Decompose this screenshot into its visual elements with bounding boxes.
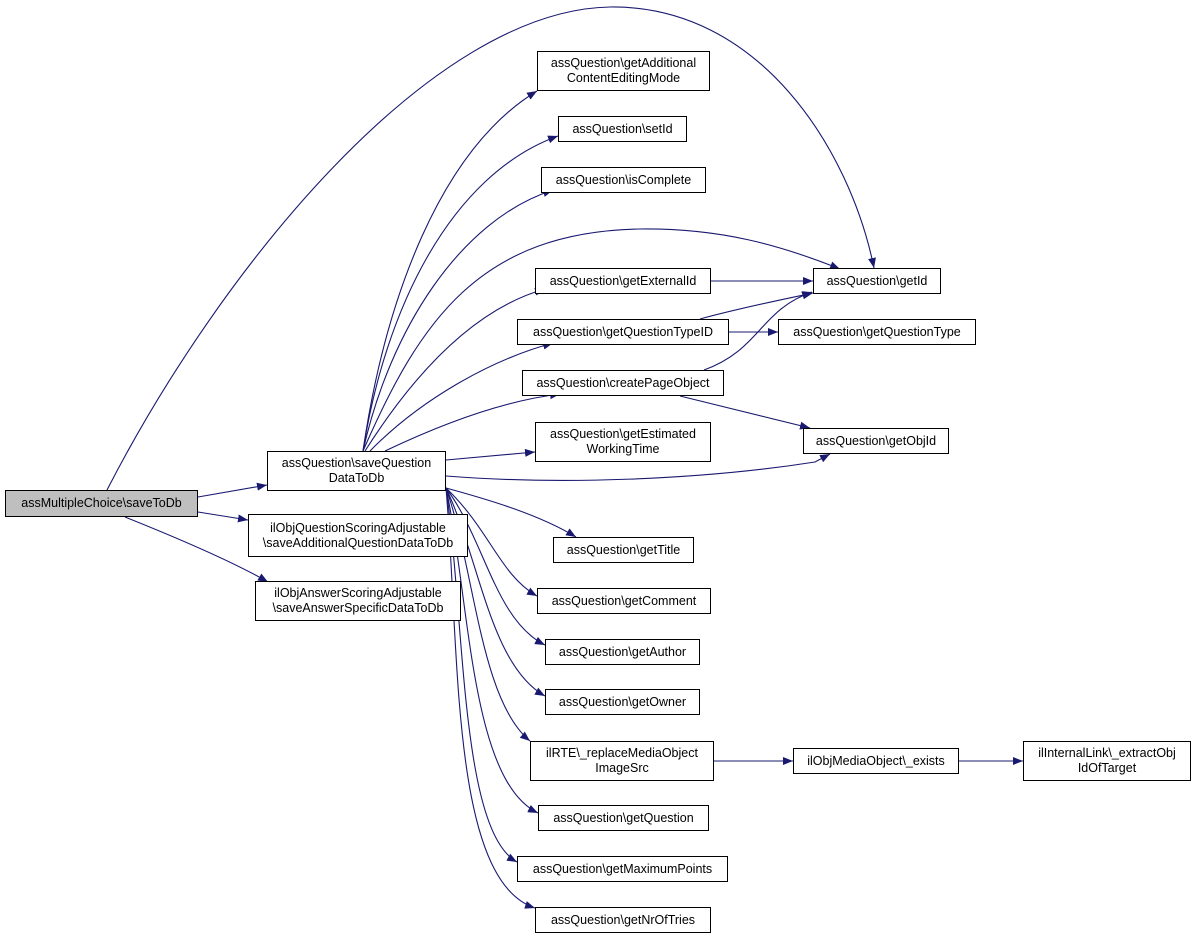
node-label-line: assQuestion\getQuestionType (793, 324, 961, 339)
edge-saveQuestionDataToDb-to-getAdditionalContentEditingMode (362, 90, 538, 452)
node-isComplete[interactable]: assQuestion\isComplete (541, 167, 706, 193)
node-getQuestionType[interactable]: assQuestion\getQuestionType (778, 319, 976, 345)
edge-saveQuestionDataToDb-to-getNrOfTries (445, 487, 536, 909)
node-label-line: assQuestion\getNrOfTries (550, 912, 696, 927)
node-label-line: IdOfTarget (1077, 761, 1137, 775)
edge-createPageObject-to-getId (703, 291, 813, 371)
node-label-line: assQuestion\isComplete (555, 172, 692, 187)
edge-saveQuestionDataToDb-to-getQuestionTypeID (369, 341, 554, 452)
node-label-line: assQuestion\saveQuestion (281, 456, 432, 470)
node-getQuestionTypeID[interactable]: assQuestion\getQuestionTypeID (517, 319, 729, 345)
node-saveAnswerSpecificDataToDb[interactable]: ilObjAnswerScoringAdjustable\saveAnswerS… (255, 581, 461, 621)
node-getMaximumPoints[interactable]: assQuestion\getMaximumPoints (517, 856, 728, 882)
edge-saveQuestionDataToDb-to-getAuthor (445, 487, 546, 646)
node-label-line: ilObjQuestionScoringAdjustable (270, 520, 446, 535)
node-label-line: assQuestion\getObjId (815, 433, 937, 448)
edge-root-to-saveAnswerSpecificDataToDb (124, 516, 269, 583)
edge-root-to-saveAdditionalQuestionDataToDb (197, 511, 249, 523)
node-getTitle[interactable]: assQuestion\getTitle (553, 537, 694, 563)
node-getExternalId[interactable]: assQuestion\getExternalId (535, 268, 711, 294)
edge-root-to-saveQuestionDataToDb (197, 482, 268, 498)
edge-saveQuestionDataToDb-to-getExternalId (364, 287, 546, 452)
edge-saveQuestionDataToDb-to-setId (362, 135, 559, 452)
edge-saveQuestionDataToDb-to-getComment (445, 487, 538, 597)
edge-saveQuestionDataToDb-to-getTitle (445, 487, 577, 538)
node-label-line: ilObjMediaObject\_exists (807, 753, 945, 768)
edge-createPageObject-to-getObjId (679, 395, 811, 430)
node-label-line: assQuestion\getExternalId (549, 273, 697, 288)
edge-getQuestionTypeID-to-getId (699, 291, 814, 320)
node-label-line: assQuestion\getAdditional (550, 56, 697, 70)
node-setId[interactable]: assQuestion\setId (558, 116, 687, 142)
node-label-line: assQuestion\getMaximumPoints (532, 861, 713, 876)
node-label-line: assQuestion\getQuestion (553, 810, 694, 825)
node-createPageObject[interactable]: assQuestion\createPageObject (522, 370, 724, 396)
node-getOwner[interactable]: assQuestion\getOwner (545, 689, 700, 715)
node-exists[interactable]: ilObjMediaObject\_exists (793, 748, 959, 774)
node-label-line: assMultipleChoice\saveToDb (21, 496, 182, 510)
edge-saveQuestionDataToDb-to-getEstimatedWorkingTime (445, 448, 536, 461)
node-label-line: ImageSrc (595, 761, 649, 775)
edge-root-to-getId (106, 6, 876, 491)
node-label-line: assQuestion\getQuestionTypeID (533, 324, 713, 339)
node-label-line: WorkingTime (586, 442, 660, 456)
node-getNrOfTries[interactable]: assQuestion\getNrOfTries (535, 907, 711, 933)
node-label-line: ContentEditingMode (566, 71, 681, 85)
node-label-line: assQuestion\getId (826, 273, 928, 288)
node-label-line: assQuestion\getOwner (558, 694, 687, 709)
node-getAuthor[interactable]: assQuestion\getAuthor (545, 639, 700, 665)
node-label-line: ilInternalLink\_extractObj (1038, 746, 1176, 760)
node-root[interactable]: assMultipleChoice\saveToDb (5, 490, 198, 517)
node-label-line: assQuestion\createPageObject (536, 375, 710, 390)
node-label-line: ilObjAnswerScoringAdjustable (274, 586, 442, 600)
edge-saveQuestionDataToDb-to-createPageObject (384, 391, 561, 452)
node-label-line: \saveAdditionalQuestionDataToDb (262, 535, 454, 550)
node-getObjId[interactable]: assQuestion\getObjId (803, 428, 949, 454)
node-label-line: ilRTE\_replaceMediaObject (546, 746, 698, 760)
edge-saveQuestionDataToDb-to-getId (362, 228, 841, 452)
edge-saveQuestionDataToDb-to-getObjId (445, 453, 831, 481)
edge-saveQuestionDataToDb-to-isComplete (362, 189, 554, 452)
node-label-line: assQuestion\getAuthor (558, 644, 687, 659)
node-label-line: assQuestion\getComment (551, 593, 697, 608)
node-label-line: assQuestion\getEstimated (550, 427, 696, 441)
node-getQuestion[interactable]: assQuestion\getQuestion (538, 805, 709, 831)
node-label-line: assQuestion\getTitle (566, 542, 681, 557)
node-label-line: DataToDb (328, 471, 385, 485)
node-getId[interactable]: assQuestion\getId (813, 268, 941, 294)
node-label-line: \saveAnswerSpecificDataToDb (272, 601, 444, 615)
node-getComment[interactable]: assQuestion\getComment (537, 588, 711, 614)
node-saveAdditionalQuestionDataToDb[interactable]: ilObjQuestionScoringAdjustable\saveAddit… (248, 514, 468, 557)
node-label-line: assQuestion\setId (572, 121, 673, 136)
